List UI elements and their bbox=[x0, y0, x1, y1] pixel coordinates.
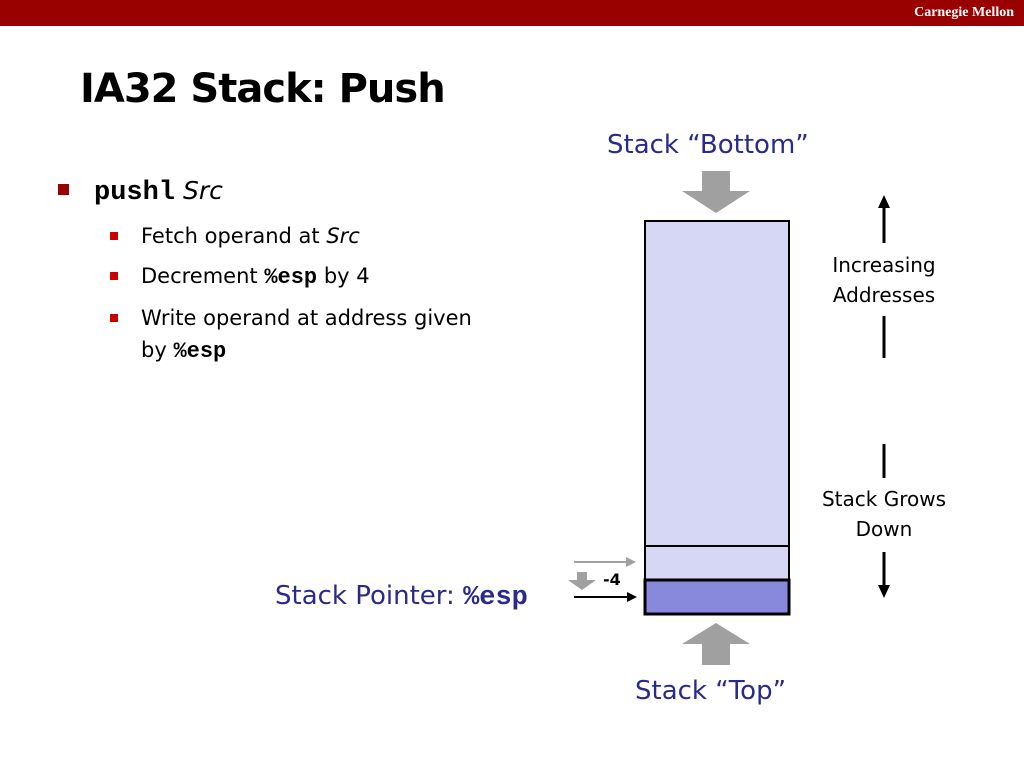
header-bar: Carnegie Mellon bbox=[0, 0, 1024, 26]
decrement-label: -4 bbox=[603, 570, 621, 589]
stack-new-slot bbox=[643, 578, 791, 616]
down-arrowhead-icon bbox=[878, 585, 890, 598]
square-bullet-icon bbox=[110, 232, 118, 240]
gray-small-down-arrow-icon bbox=[568, 572, 596, 590]
text-line: Down bbox=[855, 517, 913, 541]
sub-bullet-text: Fetch operand at Src bbox=[141, 220, 360, 252]
square-bullet-icon bbox=[58, 184, 69, 195]
text-line: Addresses bbox=[832, 283, 936, 307]
square-bullet-icon bbox=[110, 272, 118, 280]
text-italic: Src bbox=[326, 224, 360, 248]
text-fragment: by 4 bbox=[317, 264, 370, 288]
slide-title: IA32 Stack: Push bbox=[80, 66, 446, 112]
gray-up-arrow-icon bbox=[682, 623, 750, 665]
text-fragment: Write operand at address given bbox=[141, 306, 472, 330]
text-fragment: Decrement bbox=[141, 264, 265, 288]
stack-bottom-label: Stack “Bottom” bbox=[607, 130, 809, 160]
register-name: %esp bbox=[264, 265, 318, 290]
pointer-label-text: Stack Pointer: bbox=[275, 581, 464, 611]
text-fragment: Fetch operand at bbox=[141, 224, 327, 248]
text-line: Increasing bbox=[832, 253, 936, 277]
new-pointer-arrowhead-icon bbox=[627, 592, 637, 602]
square-bullet-icon bbox=[110, 314, 118, 322]
pointer-register: %esp bbox=[463, 583, 528, 613]
bullet-text: pushl Src bbox=[94, 176, 223, 208]
sub-bullet-text: Decrement %esp by 4 bbox=[141, 260, 370, 294]
sub-bullet-text: Write operand at address given by %esp bbox=[141, 302, 472, 368]
brand-logo-text: Carnegie Mellon bbox=[914, 5, 1014, 20]
old-pointer-arrowhead-icon bbox=[626, 557, 636, 567]
up-arrowhead-icon bbox=[878, 195, 890, 208]
text-fragment: by bbox=[141, 338, 174, 362]
text-line: Stack Grows bbox=[821, 487, 947, 511]
instruction-name: pushl bbox=[94, 178, 176, 208]
stack-top-label: Stack “Top” bbox=[635, 676, 787, 706]
gray-down-arrow-icon bbox=[682, 171, 750, 213]
stack-pointer-label: Stack Pointer: %esp bbox=[275, 581, 528, 613]
stack-body bbox=[644, 220, 790, 615]
register-name: %esp bbox=[173, 339, 227, 364]
operand-name: Src bbox=[182, 176, 223, 205]
